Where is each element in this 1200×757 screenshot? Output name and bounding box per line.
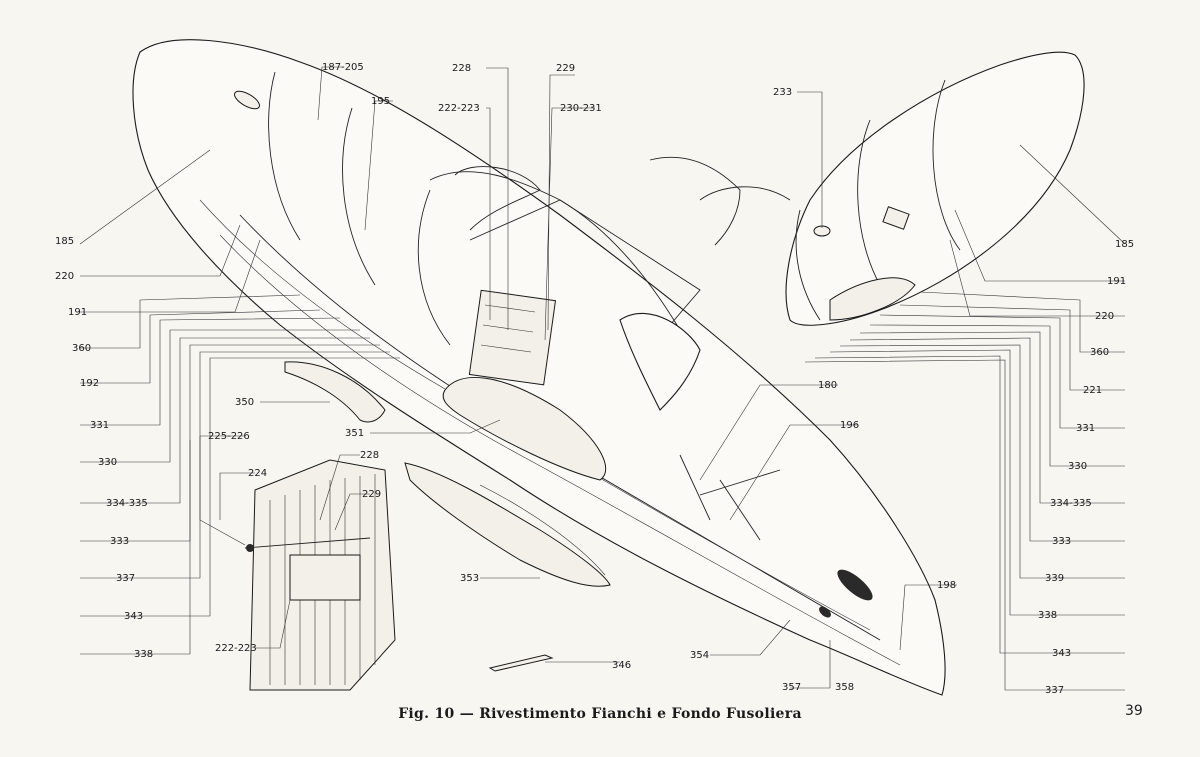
- callout-label: 350: [235, 397, 254, 408]
- callout-label: 185: [1115, 239, 1134, 250]
- callout-label: 334-335: [1050, 498, 1092, 509]
- callout-label: 360: [72, 343, 91, 354]
- panel-353-drawing: [404, 462, 611, 587]
- callout-label: 192: [80, 378, 99, 389]
- callout-label: 333: [110, 536, 129, 547]
- figure-caption: Fig. 10 — Rivestimento Fianchi e Fondo F…: [398, 706, 802, 722]
- callout-label: 330: [1068, 461, 1087, 472]
- callout-label: 187-205: [322, 62, 364, 73]
- callout-label: 360: [1090, 347, 1109, 358]
- callout-label: 334-335: [106, 498, 148, 509]
- callout-label: 358: [835, 682, 854, 693]
- callout-label: 191: [68, 307, 87, 318]
- callout-label: 198: [937, 580, 956, 591]
- callout-label: 338: [1038, 610, 1057, 621]
- callout-label: 222-223: [215, 643, 257, 654]
- detail-inset-drawing: [244, 459, 396, 691]
- callout-label: 353: [460, 573, 479, 584]
- strip-346-drawing: [488, 654, 554, 672]
- callout-label: 191: [1107, 276, 1126, 287]
- callout-label: 357: [782, 682, 801, 693]
- callout-label: 228: [360, 450, 379, 461]
- page-number: 39: [1125, 703, 1143, 719]
- callouts-top: 187-205 195 228 229 222-223 230-231 233: [322, 62, 792, 114]
- callout-label: 331: [1076, 423, 1095, 434]
- callouts-middle: 350 351 180 196 353 354 198 346 357 358: [235, 380, 956, 693]
- callout-label: 343: [1052, 648, 1071, 659]
- callout-label: 230-231: [560, 103, 602, 114]
- callout-label: 337: [1045, 685, 1064, 696]
- callout-label: 222-223: [438, 103, 480, 114]
- callout-label: 330: [98, 457, 117, 468]
- callouts-detail: 225-226 224 228 229 222-223: [208, 431, 381, 654]
- callout-label: 229: [556, 63, 575, 74]
- callout-label: 338: [134, 649, 153, 660]
- callouts-left: 185 220 191 360 192 331 330 334-335 333 …: [55, 236, 153, 660]
- panel-350-drawing: [284, 361, 386, 423]
- callout-label: 180: [818, 380, 837, 391]
- callout-label: 229: [362, 489, 381, 500]
- callout-label: 343: [124, 611, 143, 622]
- main-fuselage-drawing: [132, 39, 946, 696]
- callout-label: 224: [248, 468, 267, 479]
- callout-label: 196: [840, 420, 859, 431]
- callout-label: 228: [452, 63, 471, 74]
- callout-label: 331: [90, 420, 109, 431]
- callout-label: 354: [690, 650, 709, 661]
- callout-label: 337: [116, 573, 135, 584]
- callout-label: 220: [1095, 311, 1114, 322]
- callout-label: 333: [1052, 536, 1071, 547]
- callout-label: 185: [55, 236, 74, 247]
- callout-label: 351: [345, 428, 364, 439]
- callout-label: 339: [1045, 573, 1064, 584]
- callout-label: 346: [612, 660, 631, 671]
- callout-label: 225-226: [208, 431, 250, 442]
- callout-label: 195: [371, 96, 390, 107]
- leader-lines: [79, 66, 1126, 691]
- callout-label: 233: [773, 87, 792, 98]
- callouts-right: 185 191 220 360 221 331 330 334-335 333 …: [1038, 239, 1134, 696]
- callout-label: 221: [1083, 385, 1102, 396]
- right-nose-drawing: [649, 51, 1085, 326]
- callout-label: 220: [55, 271, 74, 282]
